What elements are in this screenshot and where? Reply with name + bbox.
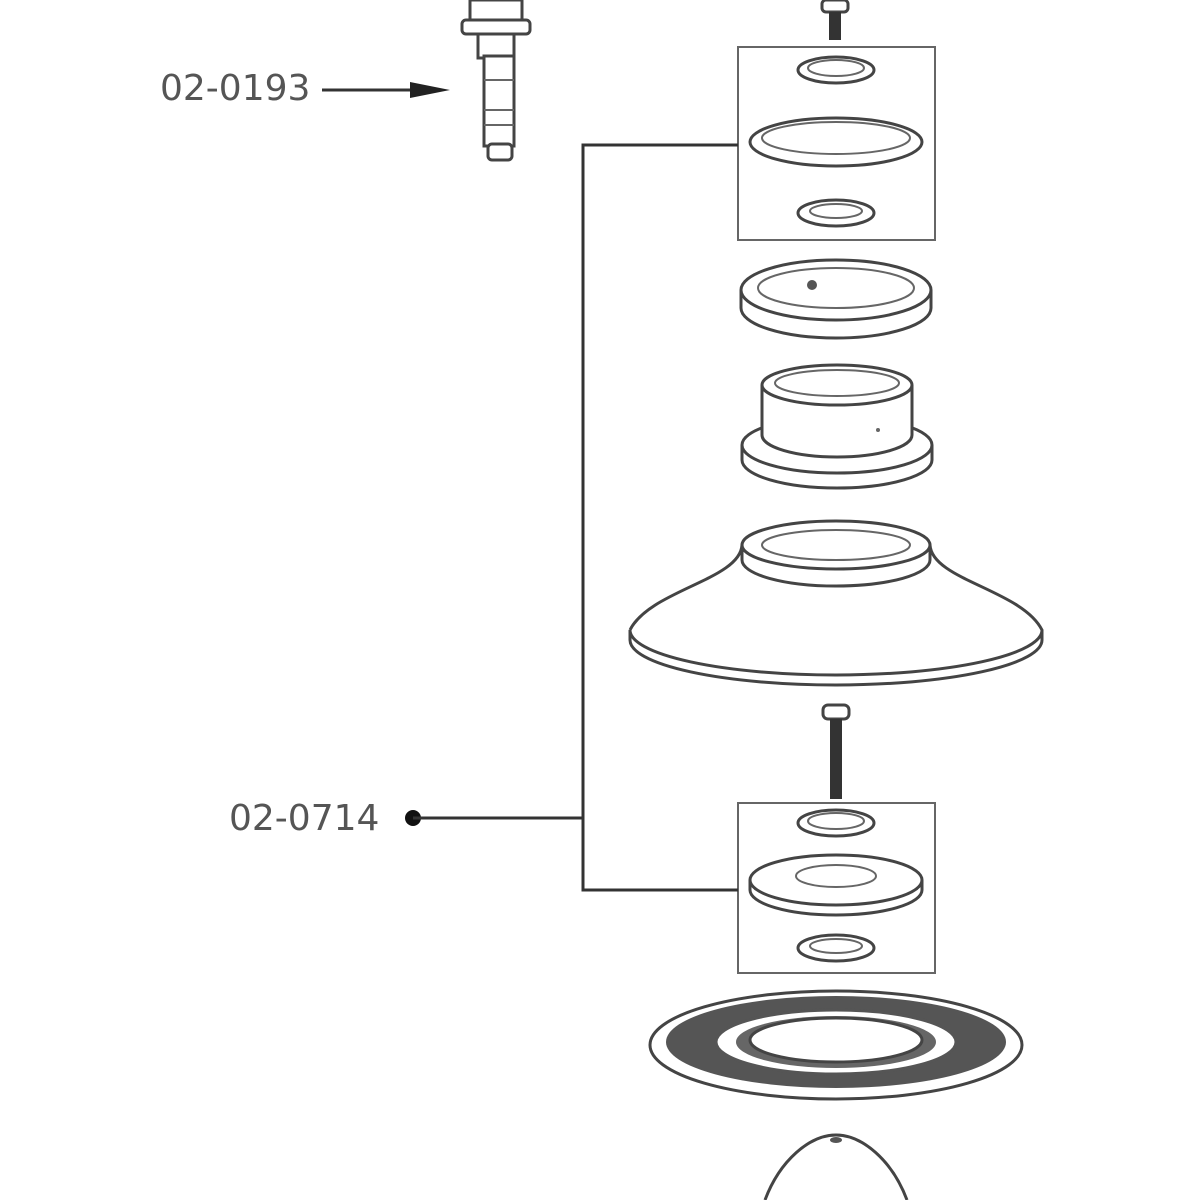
- leader-02-0714: [405, 143, 738, 892]
- cartridge-housing: [740, 363, 934, 490]
- escutcheon-bell: [628, 519, 1044, 687]
- part-label-02-0714: 02-0714: [229, 798, 380, 839]
- bottom-cone: [763, 1133, 909, 1200]
- seal-kit-box-lower: [737, 802, 936, 974]
- fitting-part: [460, 0, 532, 162]
- top-screw: [820, 0, 850, 40]
- arrow-02-0193: [322, 82, 450, 98]
- cap-ring: [739, 258, 933, 340]
- seal-kit-box-upper: [737, 46, 936, 241]
- part-label-02-0193: 02-0193: [160, 68, 311, 109]
- drain-grate: [648, 989, 1024, 1101]
- middle-screw: [821, 703, 851, 799]
